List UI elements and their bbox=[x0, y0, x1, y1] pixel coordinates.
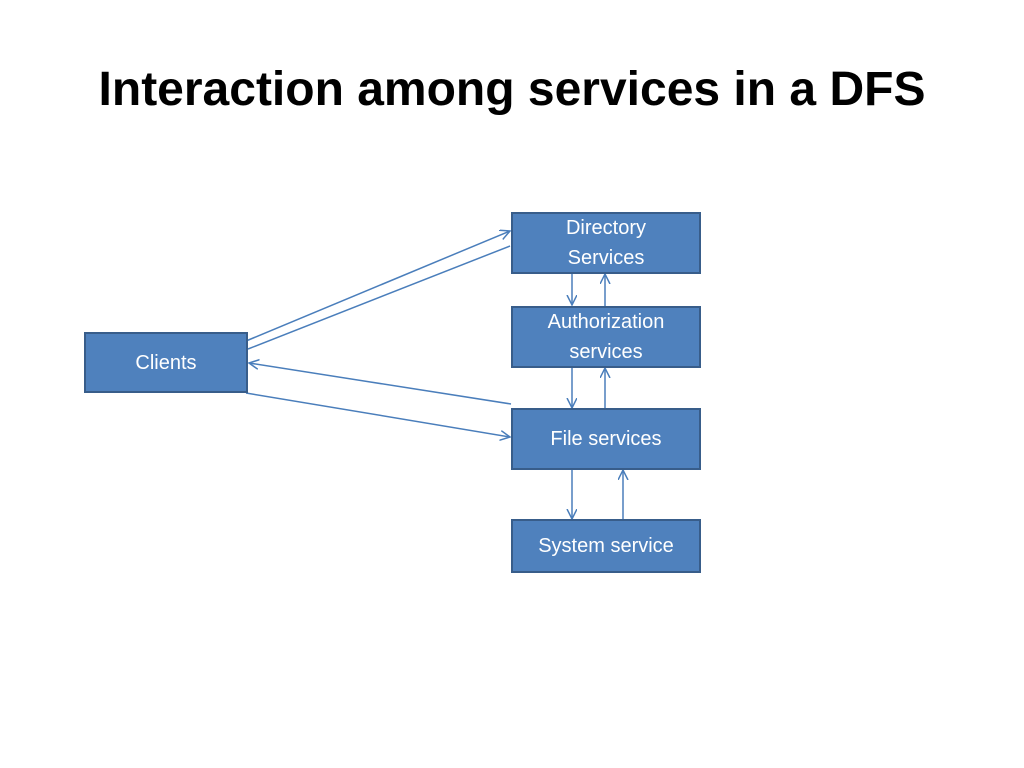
directory-services-label-line2: Services bbox=[567, 247, 645, 269]
line-directory-to-clients bbox=[247, 245, 511, 350]
system-service-box: System service bbox=[511, 519, 701, 573]
directory-services-box: Directory Services bbox=[511, 212, 701, 274]
clients-label: Clients bbox=[135, 351, 197, 374]
arrow-clients-to-directory bbox=[245, 231, 510, 342]
file-services-box: File services bbox=[511, 408, 701, 470]
file-services-label: File services bbox=[550, 428, 662, 450]
arrow-file-to-clients bbox=[249, 363, 512, 405]
clients-box: Clients bbox=[84, 332, 248, 393]
authorization-services-label-line1: Authorization bbox=[547, 311, 665, 333]
authorization-services-label-line2: services bbox=[569, 341, 643, 363]
system-service-label: System service bbox=[538, 535, 674, 557]
slide-title: Interaction among services in a DFS bbox=[98, 63, 926, 116]
arrow-clients-to-file bbox=[245, 392, 510, 437]
directory-services-label-line1: Directory bbox=[565, 217, 646, 239]
authorization-services-box: Authorization services bbox=[511, 306, 701, 368]
